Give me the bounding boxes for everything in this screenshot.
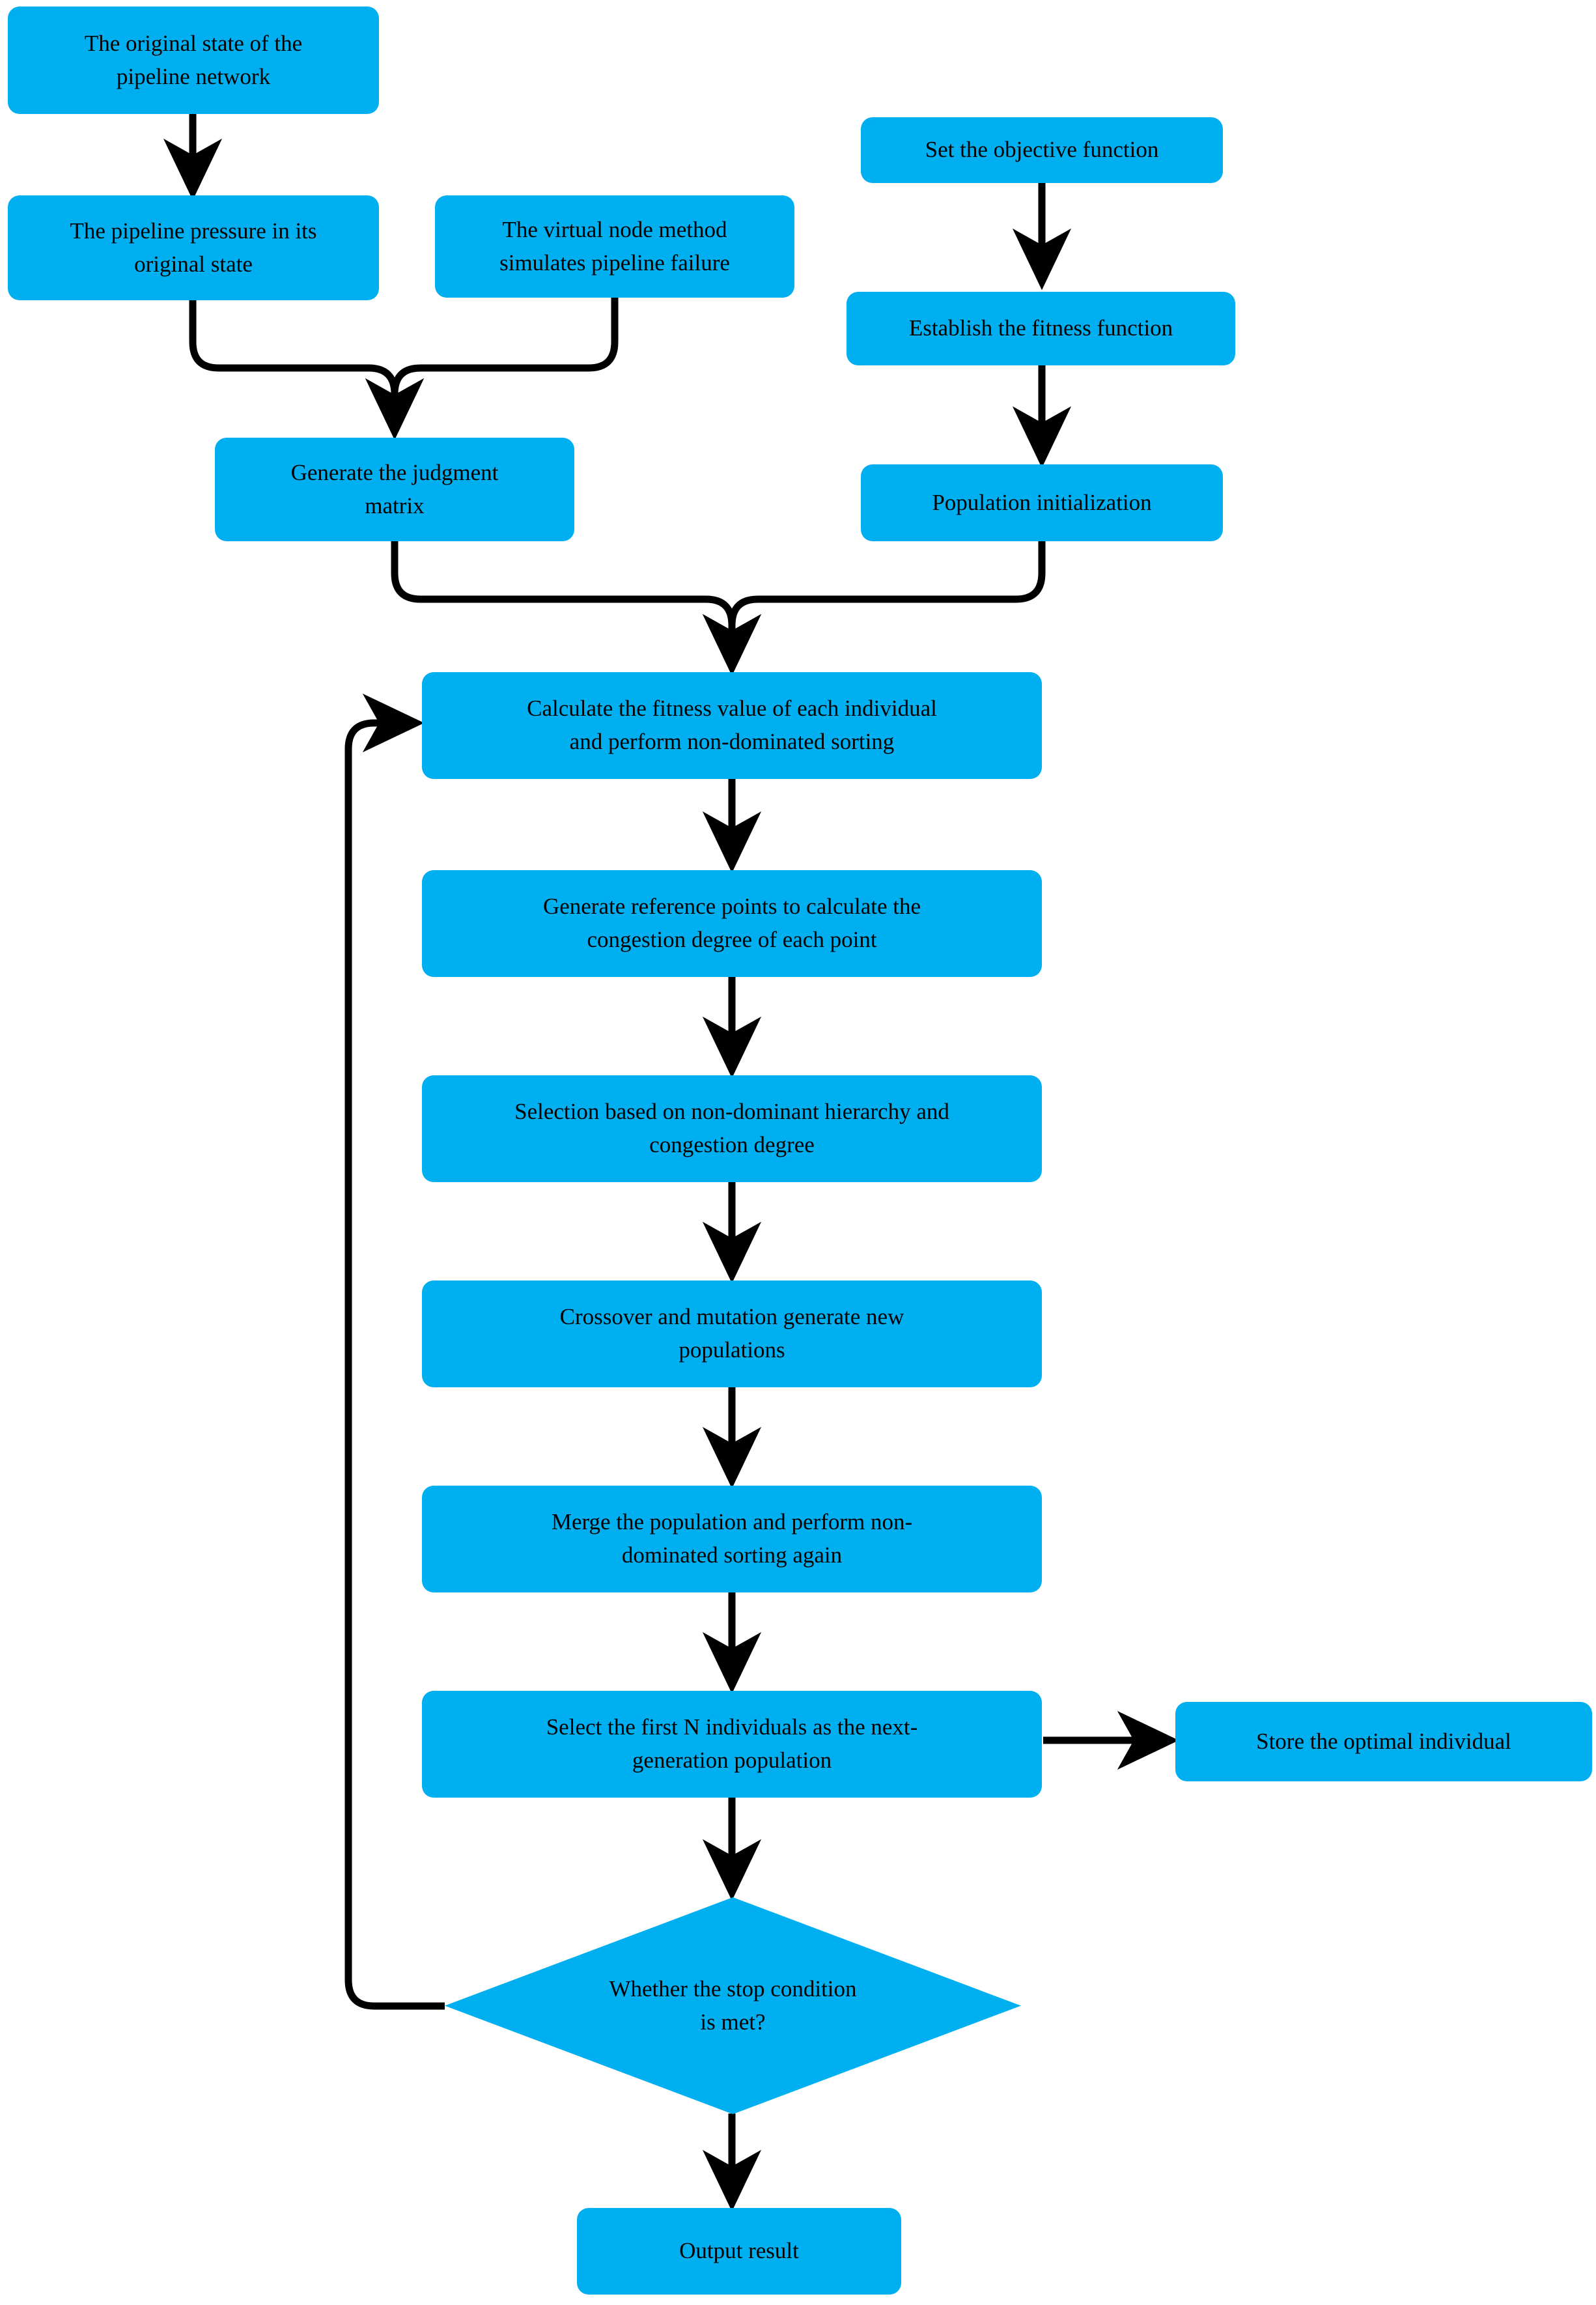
node-calculate-fitness-value[interactable]: Calculate the fitness value of each indi…: [422, 672, 1042, 779]
node-judgment-matrix[interactable]: Generate the judgment matrix: [215, 438, 574, 541]
node-pipeline-pressure[interactable]: The pipeline pressure in its original st…: [8, 195, 379, 300]
node-label: The original state of the pipeline netwo…: [84, 30, 303, 89]
node-label: Establish the fitness function: [908, 315, 1173, 341]
node-stop-condition[interactable]: Whether the stop condition is met?: [445, 1897, 1021, 2114]
node-label: Calculate the fitness value of each indi…: [527, 696, 937, 754]
node-label: Population initialization: [932, 489, 1152, 515]
node-merge-population[interactable]: Merge the population and perform non- do…: [422, 1486, 1042, 1592]
node-selection-hierarchy-congestion[interactable]: Selection based on non-dominant hierarch…: [422, 1075, 1042, 1182]
node-label: The pipeline pressure in its original st…: [70, 218, 317, 277]
node-label: Set the objective function: [925, 137, 1159, 163]
node-label: Crossover and mutation generate new popu…: [559, 1304, 904, 1363]
edge-pressure-to-matrix: [189, 300, 425, 440]
node-label: Select the first N individuals as the ne…: [546, 1714, 918, 1773]
node-label: Output result: [679, 2238, 799, 2264]
node-generate-reference-points[interactable]: Generate reference points to calculate t…: [422, 870, 1042, 977]
node-output-result[interactable]: Output result: [577, 2208, 901, 2295]
node-store-optimal-individual[interactable]: Store the optimal individual: [1175, 1702, 1592, 1781]
node-label: Selection based on non-dominant hierarch…: [514, 1099, 949, 1157]
node-population-initialization[interactable]: Population initialization: [861, 464, 1223, 541]
node-label: Generate the judgment matrix: [290, 459, 499, 518]
node-objective-function[interactable]: Set the objective function: [861, 117, 1223, 183]
node-label: Store the optimal individual: [1256, 1728, 1511, 1754]
node-label: Generate reference points to calculate t…: [542, 894, 921, 952]
node-virtual-node-method[interactable]: The virtual node method simulates pipeli…: [435, 195, 794, 298]
node-fitness-function[interactable]: Establish the fitness function: [847, 292, 1235, 365]
node-label: Whether the stop condition is met?: [609, 1975, 857, 2035]
edge-virtualnode-to-matrix: [365, 298, 619, 440]
node-crossover-mutation[interactable]: Crossover and mutation generate new popu…: [422, 1280, 1042, 1387]
node-select-first-n-individuals[interactable]: Select the first N individuals as the ne…: [422, 1691, 1042, 1798]
node-label: Merge the population and perform non- do…: [551, 1509, 913, 1568]
node-original-state[interactable]: The original state of the pipeline netwo…: [8, 7, 379, 114]
edge-population-to-calcfitness: [702, 541, 1046, 676]
node-label: The virtual node method simulates pipeli…: [499, 216, 730, 276]
edge-matrix-to-calcfitness: [391, 541, 762, 676]
